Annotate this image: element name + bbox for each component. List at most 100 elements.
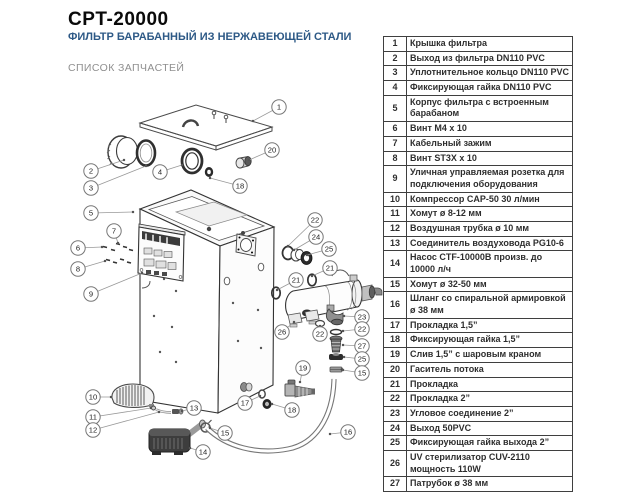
callout-circle-8 xyxy=(70,261,86,277)
callout-number: 24 xyxy=(312,233,320,242)
callout-circle-22 xyxy=(307,212,323,228)
uv-foot-shape xyxy=(287,312,303,325)
callout-number: 22 xyxy=(316,330,324,339)
callout-number: 12 xyxy=(89,426,97,435)
gasket-22b-shape xyxy=(329,328,343,336)
callout-number: 3 xyxy=(89,184,93,193)
outlet-stack-shapes xyxy=(325,304,344,373)
filter-body-shape xyxy=(138,189,276,414)
callout-circle-13 xyxy=(186,400,202,416)
callout-circle-1 xyxy=(271,99,287,115)
callout-circle-5 xyxy=(83,205,99,221)
outlet-ring-parts xyxy=(106,135,252,177)
callout-number: 18 xyxy=(288,406,296,415)
callout-number: 17 xyxy=(241,399,249,408)
part-name: Гаситель потока xyxy=(406,361,573,378)
flow-damper-shape xyxy=(235,155,252,169)
air-connector-shape xyxy=(172,409,179,414)
part-number: 22 xyxy=(383,391,407,407)
small-clamp-shape xyxy=(151,405,156,411)
callout-number: 27 xyxy=(358,342,366,351)
bottom-fittings xyxy=(240,382,272,409)
part-name: Выход из фильтра DN110 PVC xyxy=(406,50,573,67)
callout-number: 8 xyxy=(76,265,80,274)
callout-circle-2 xyxy=(83,163,99,179)
callout-circle-16 xyxy=(340,424,356,440)
callout-circle-18 xyxy=(232,178,248,194)
clamp-32-50-shape xyxy=(329,366,344,373)
callout-number: 13 xyxy=(190,404,198,413)
callout-number: 25 xyxy=(358,355,366,364)
callout-number: 22 xyxy=(358,325,366,334)
drain-valve-shape xyxy=(284,379,315,398)
callout-circle-19 xyxy=(295,360,311,376)
uv-sterilizer-shape xyxy=(270,245,383,328)
callout-circle-9 xyxy=(83,286,99,302)
callout-number: 14 xyxy=(199,448,207,457)
callout-number: 19 xyxy=(299,364,307,373)
part-name: Уличная управляемая розетка для подключе… xyxy=(406,165,573,193)
callout-number: 1 xyxy=(277,103,281,112)
part-name: Угловое соединение 2” xyxy=(406,405,573,422)
callout-circle-14 xyxy=(195,444,211,460)
o-ring-21-shape xyxy=(306,273,318,287)
callout-circle-12 xyxy=(85,422,101,438)
callout-number: 10 xyxy=(89,393,97,402)
callout-number: 15 xyxy=(358,369,366,378)
compressor-shape xyxy=(111,383,155,408)
callout-circle-22 xyxy=(354,321,370,337)
part-number: 19 xyxy=(383,347,407,363)
air-line-parts xyxy=(151,405,184,415)
callout-circle-17 xyxy=(237,395,253,411)
side-flange-shape xyxy=(235,233,257,257)
part-name: Прокладка 1,5” xyxy=(406,317,573,334)
exploded-diagram: 1234182057689222425212126222322272515191… xyxy=(70,99,383,460)
filter-lid-shape xyxy=(138,104,274,151)
part-name: Шланг со спиральной армировкой ø 38 мм xyxy=(406,291,573,319)
callout-circle-15 xyxy=(354,365,370,381)
callout-circle-21 xyxy=(288,272,304,288)
callout-number: 6 xyxy=(76,244,80,253)
spiral-hose-shape xyxy=(205,378,337,454)
part-name: Фиксирующая гайка 1,5” xyxy=(406,332,573,349)
callout-number: 25 xyxy=(325,245,333,254)
callout-circle-25 xyxy=(321,241,337,257)
callout-circle-3 xyxy=(83,180,99,196)
callout-circle-18 xyxy=(284,402,300,418)
callout-circle-10 xyxy=(85,389,101,405)
body-rivets xyxy=(152,277,263,364)
page-title: CPT-20000 xyxy=(68,9,169,30)
control-panel-shape xyxy=(137,223,186,289)
callout-number: 20 xyxy=(268,146,276,155)
callout-number: 22 xyxy=(311,216,319,225)
water-pump-shape xyxy=(148,419,212,455)
callout-number: 4 xyxy=(158,168,162,177)
callout-number: 21 xyxy=(292,276,300,285)
part-number: 14 xyxy=(383,250,407,278)
callout-number: 11 xyxy=(89,413,97,422)
lid-handle xyxy=(181,119,200,128)
parts-list-label: СПИСОК ЗАПЧАСТЕЙ xyxy=(68,62,185,74)
callout-circle-6 xyxy=(70,240,86,256)
part-name: Прокладка 2” xyxy=(406,391,573,407)
part-number: 20 xyxy=(383,361,407,378)
part-name: Прокладка xyxy=(406,376,573,393)
page-subtitle: ФИЛЬТР БАРАБАННЫЙ ИЗ НЕРЖАВЕЮЩЕЙ СТАЛИ xyxy=(68,31,352,43)
callout-circle-15 xyxy=(217,425,233,441)
